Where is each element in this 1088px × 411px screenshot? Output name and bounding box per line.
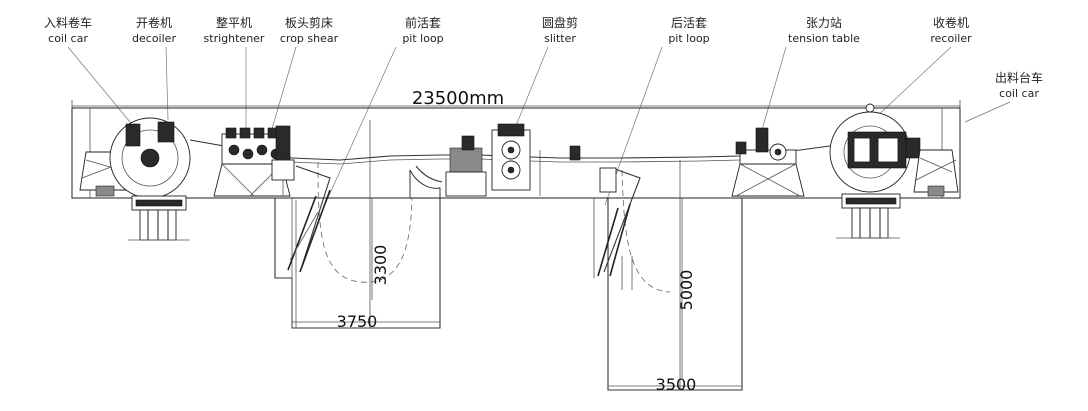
station-7-cn: 后活套 xyxy=(671,16,707,30)
station-4-cn: 板头剪床 xyxy=(285,15,333,30)
station-3-en: strightener xyxy=(204,32,265,45)
straightener xyxy=(213,127,291,197)
station-8-en: tension table xyxy=(788,32,860,45)
overall-length-dimension: 23500mm xyxy=(71,88,961,112)
station-labels: 入料卷车 coil car 开卷机 decoiler 整平机 strighten… xyxy=(44,15,1043,100)
station-10-en: coil car xyxy=(999,87,1039,100)
station-1-cn: 入料卷车 xyxy=(44,15,92,30)
station-4-en: crop shear xyxy=(280,32,339,45)
pit2-width-label: 3500 xyxy=(656,375,697,394)
slitter xyxy=(445,123,581,197)
exit-coil-car xyxy=(913,149,959,197)
front-pit-loop xyxy=(274,120,443,329)
pit2-depth-label: 5000 xyxy=(677,270,696,311)
station-9-cn: 收卷机 xyxy=(933,15,969,30)
pit1-width-label: 3750 xyxy=(337,312,378,331)
rear-pit-loop xyxy=(593,160,743,391)
recoiler xyxy=(829,103,921,239)
station-5-cn: 前活套 xyxy=(405,15,441,30)
station-6-en: slitter xyxy=(544,32,576,45)
pit1-dimensions: 3750 3300 xyxy=(292,198,440,331)
station-8-cn: 张力站 xyxy=(806,16,842,30)
station-10-cn: 出料台车 xyxy=(995,70,1043,85)
station-7-en: pit loop xyxy=(668,32,709,45)
station-2-en: decoiler xyxy=(132,32,176,45)
tension-table xyxy=(731,127,805,197)
decoiler xyxy=(109,117,191,241)
pit2-dimensions: 3500 5000 xyxy=(608,198,742,394)
station-1-en: coil car xyxy=(48,32,88,45)
station-2-cn: 开卷机 xyxy=(136,15,172,30)
pit1-depth-label: 3300 xyxy=(371,245,390,286)
crop-shear xyxy=(271,125,295,196)
overall-length-label: 23500mm xyxy=(412,88,504,109)
station-3-cn: 整平机 xyxy=(216,15,252,30)
station-5-en: pit loop xyxy=(402,32,443,45)
station-6-cn: 圆盘剪 xyxy=(542,15,578,30)
station-9-en: recoiler xyxy=(930,32,972,45)
